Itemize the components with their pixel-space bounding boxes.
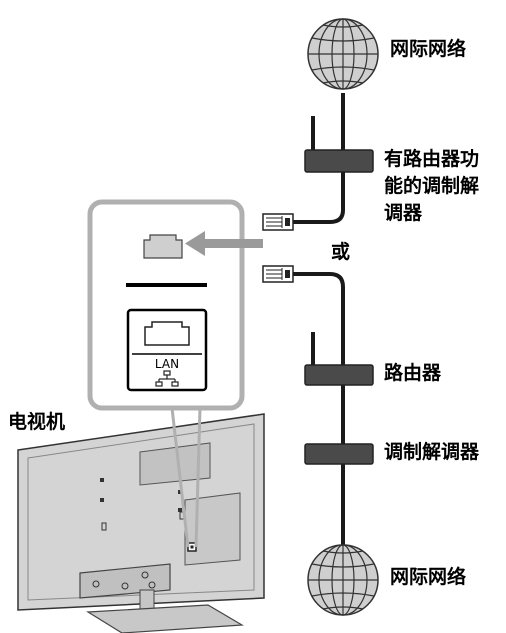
lan-port-callout bbox=[87, 199, 245, 411]
router-modem-combo-device bbox=[304, 116, 374, 173]
network-symbol-icon bbox=[155, 370, 179, 387]
cable-to-tv-connector-1 bbox=[293, 209, 345, 224]
router-modem-label-line2: 能的调制解 bbox=[384, 175, 480, 197]
internet-label-top: 网际网络 bbox=[390, 38, 467, 60]
cable-to-tv-connector-2 bbox=[293, 272, 345, 548]
lan-port-icon bbox=[144, 321, 190, 346]
tv-back-illustration bbox=[17, 413, 265, 633]
modem-label: 调制解调器 bbox=[384, 441, 480, 463]
tv-label: 电视机 bbox=[8, 411, 66, 433]
modem-device bbox=[304, 443, 374, 465]
internet-label-bottom: 网际网络 bbox=[390, 566, 467, 588]
or-label: 或 bbox=[331, 241, 351, 263]
insert-arrow-icon bbox=[185, 231, 263, 256]
router-modem-label-line1: 有路由器功 bbox=[384, 148, 480, 170]
lan-port-label: LAN bbox=[155, 357, 179, 371]
lan-connector-1-icon bbox=[262, 213, 294, 231]
router-modem-label-line3: 调器 bbox=[384, 202, 423, 224]
router-label: 路由器 bbox=[384, 362, 442, 384]
callout-line-right bbox=[194, 407, 202, 548]
internet-globe-bottom-icon bbox=[307, 544, 379, 616]
callout-line-left bbox=[170, 407, 190, 548]
lan-port-small-icon bbox=[143, 234, 183, 259]
internet-globe-top-icon bbox=[307, 18, 379, 90]
router-device bbox=[304, 332, 374, 386]
lan-connector-2-icon bbox=[262, 265, 294, 283]
